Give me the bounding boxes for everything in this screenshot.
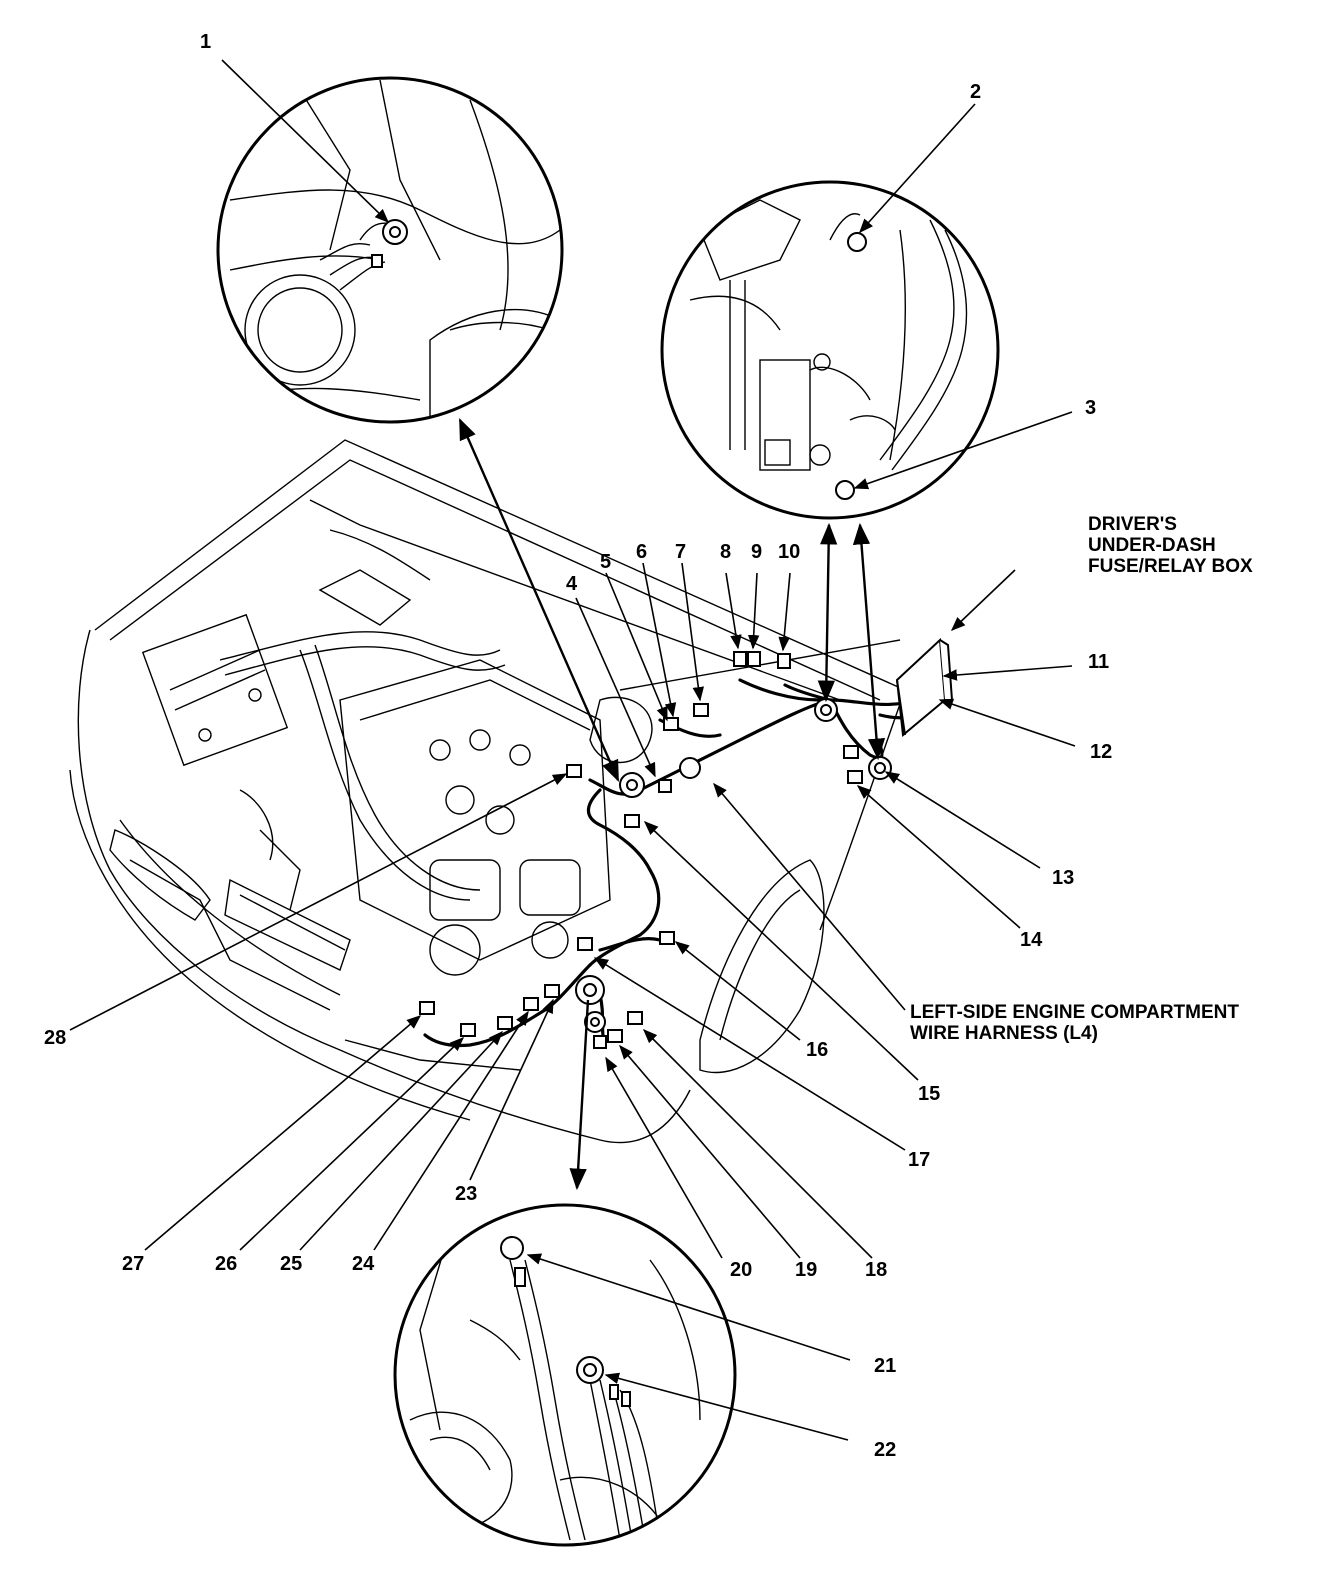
caption-line: LEFT-SIDE ENGINE COMPARTMENT — [910, 1002, 1239, 1023]
fuse-relay-box — [895, 637, 954, 737]
callout-4: 4 — [566, 573, 578, 595]
callout-10: 10 — [778, 541, 801, 563]
callout-18: 18 — [865, 1259, 888, 1281]
callout-16: 16 — [806, 1039, 829, 1061]
caption-line: FUSE/RELAY BOX — [1088, 556, 1253, 577]
magnifier-top-left — [216, 76, 564, 424]
callout-20: 20 — [730, 1259, 753, 1281]
callout-11: 11 — [1088, 651, 1110, 673]
callout-13: 13 — [1052, 867, 1075, 889]
caption-line: DRIVER'S — [1088, 514, 1177, 535]
wire-harness — [423, 678, 937, 1048]
callout-21: 21 — [874, 1355, 897, 1377]
callout-27: 27 — [122, 1253, 145, 1275]
fuse-box-caption: DRIVER'S UNDER-DASH FUSE/RELAY BOX — [1088, 514, 1253, 577]
callout-2: 2 — [970, 81, 982, 103]
callout-17: 17 — [908, 1149, 931, 1171]
caption-line: WIRE HARNESS (L4) — [910, 1023, 1098, 1044]
callout-9: 9 — [751, 541, 763, 563]
callout-14: 14 — [1020, 929, 1043, 951]
leader-lines — [69, 59, 1076, 1441]
callout-19: 19 — [795, 1259, 818, 1281]
callout-3: 3 — [1085, 397, 1097, 419]
callout-25: 25 — [280, 1253, 303, 1275]
callout-26: 26 — [215, 1253, 238, 1275]
callout-15: 15 — [918, 1083, 941, 1105]
callout-22: 22 — [874, 1439, 897, 1461]
callout-7: 7 — [675, 541, 687, 563]
magnifier-bottom — [393, 1203, 737, 1547]
callout-23: 23 — [455, 1183, 478, 1205]
callout-8: 8 — [720, 541, 732, 563]
callout-12: 12 — [1090, 741, 1113, 763]
magnifier-top-right — [660, 180, 1000, 520]
callout-24: 24 — [352, 1253, 375, 1275]
harness-caption: LEFT-SIDE ENGINE COMPARTMENT WIRE HARNES… — [910, 1002, 1239, 1044]
callout-5: 5 — [600, 551, 612, 573]
callout-28: 28 — [44, 1027, 67, 1049]
callout-1: 1 — [200, 31, 212, 53]
connectors — [419, 651, 941, 1049]
callout-6: 6 — [636, 541, 648, 563]
caption-line: UNDER-DASH — [1088, 535, 1216, 556]
